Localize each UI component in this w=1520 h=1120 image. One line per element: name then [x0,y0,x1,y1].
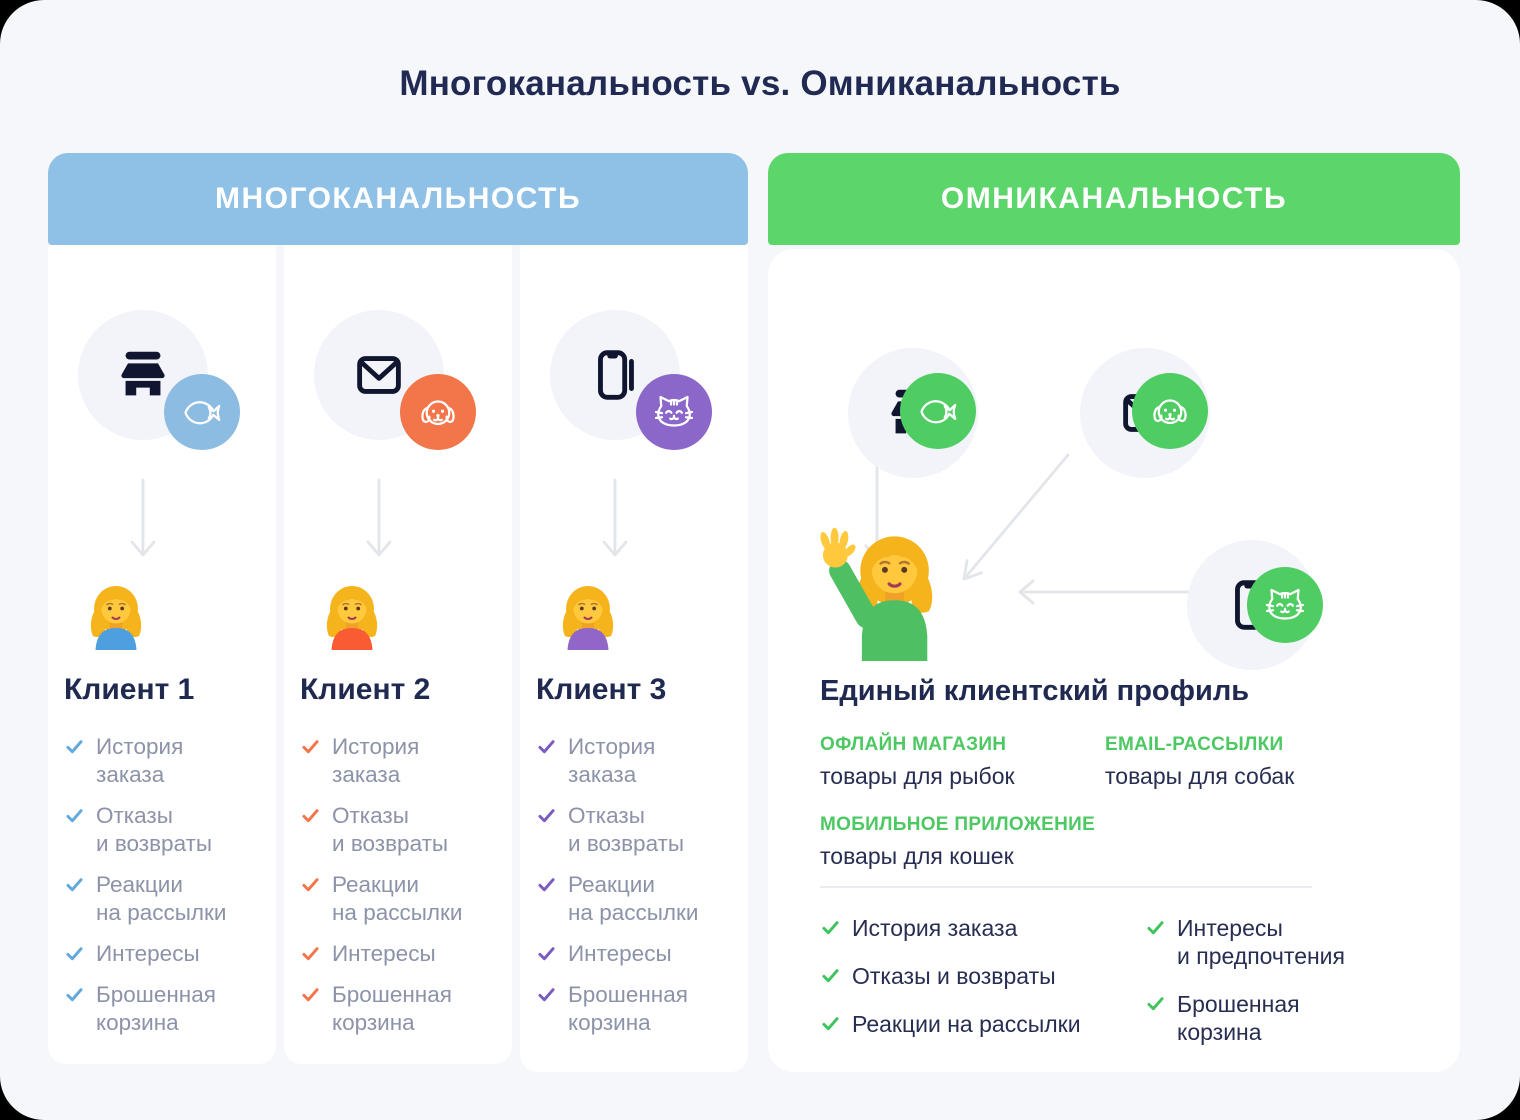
unified-checklist: История заказа Отказы и возвраты Реакции… [820,914,1420,1046]
check-icon [536,943,557,964]
list-item: Интересы и предпочтения [1145,914,1420,970]
check-icon [536,736,557,757]
list-item: Отказы и возвраты [820,962,1145,990]
channel-circle-store [78,310,240,450]
channel-label: EMAIL-РАССЫЛКИ [1105,734,1284,755]
check-icon [1145,993,1166,1014]
check-icon [820,965,841,986]
channel-label: ОФЛАЙН МАГАЗИН [820,734,1007,755]
multichannel-header-label: МНОГОКАНАЛЬНОСТЬ [214,182,582,215]
arrow-down-icon [600,478,630,562]
client-2-avatar [316,578,388,650]
fish-icon [178,388,226,436]
fish-badge [164,374,240,450]
check-icon [300,805,321,826]
list-item: История заказа [300,733,496,789]
client-1-checklist: История заказа Отказы и возвраты Реакции… [64,733,260,1037]
list-item: Брошенная корзина [300,981,496,1037]
channel-value: товары для рыбок [820,763,1015,789]
list-item: Отказы и возвраты [64,802,260,858]
client-3-name: Клиент 3 [536,673,667,706]
list-item: Реакции на рассылки [300,871,496,927]
unified-checklist-left: История заказа Отказы и возвраты Реакции… [820,914,1145,1046]
list-item: Реакции на рассылки [820,1010,1145,1038]
channel-value: товары для собак [1105,763,1295,789]
channel-label: МОБИЛЬНОЕ ПРИЛОЖЕНИЕ [820,814,1096,835]
channel-circle-mobile [550,310,712,450]
list-item: Брошенная корзина [64,981,260,1037]
page-title: Многоканальность vs. Омниканальность [399,64,1121,103]
multichannel-column-3: Клиент 3 История заказа Отказы и возврат… [520,245,748,1072]
list-item: Интересы [300,940,496,968]
check-icon [64,805,85,826]
fish-badge [900,373,976,449]
unified-client-avatar [804,527,954,661]
check-icon [64,943,85,964]
list-item: Реакции на рассылки [536,871,732,927]
multichannel-column-1: Клиент 1 История заказа Отказы и возврат… [48,245,276,1064]
dog-icon [1146,387,1194,435]
client-2-name: Клиент 2 [300,673,431,706]
check-icon [64,736,85,757]
store-icon [112,344,174,406]
list-item: Интересы [64,940,260,968]
omnichannel-header: ОМНИКАНАЛЬНОСТЬ [768,153,1460,245]
client-3-checklist: История заказа Отказы и возвраты Реакции… [536,733,732,1037]
omnichannel-header-label: ОМНИКАНАЛЬНОСТЬ [940,182,1288,215]
multichannel-header: МНОГОКАНАЛЬНОСТЬ [48,153,748,245]
channel-summary-mobile: МОБИЛЬНОЕ ПРИЛОЖЕНИЕ товары для кошек [820,814,1105,870]
check-icon [820,917,841,938]
list-item: Реакции на рассылки [64,871,260,927]
cat-icon [650,388,698,436]
client-1-avatar [80,578,152,650]
dog-badge [400,374,476,450]
arrow-down-icon [364,478,394,562]
list-item: История заказа [64,733,260,789]
check-icon [64,984,85,1005]
check-icon [300,984,321,1005]
list-item: Отказы и возвраты [536,802,732,858]
cat-icon [1261,581,1309,629]
channel-summary-offline: ОФЛАЙН МАГАЗИН товары для рыбок [820,734,1105,790]
check-icon [300,874,321,895]
channel-summary-grid: ОФЛАЙН МАГАЗИН товары для рыбок EMAIL-РА… [820,734,1420,870]
cat-badge [1247,567,1323,643]
profile-block: Единый клиентский профиль ОФЛАЙН МАГАЗИН… [820,675,1420,1046]
list-item: История заказа [536,733,732,789]
dog-badge [1132,373,1208,449]
divider [820,886,1312,888]
list-item: История заказа [820,914,1145,942]
channel-circle-email [314,310,476,450]
envelope-icon [348,344,410,406]
check-icon [300,736,321,757]
check-icon [300,943,321,964]
phone-icon [584,344,646,406]
check-icon [820,1013,841,1034]
dog-icon [414,388,462,436]
list-item: Интересы [536,940,732,968]
list-item: Отказы и возвраты [300,802,496,858]
check-icon [1145,917,1166,938]
check-icon [536,984,557,1005]
client-2-checklist: История заказа Отказы и возвраты Реакции… [300,733,496,1037]
cat-badge [636,374,712,450]
check-icon [536,874,557,895]
channel-summary-email: EMAIL-РАССЫЛКИ товары для собак [1105,734,1420,790]
check-icon [536,805,557,826]
arrow-down-icon [128,478,158,562]
fish-icon [914,387,962,435]
list-item: Брошенная корзина [1145,990,1420,1046]
unified-checklist-right: Интересы и предпочтения Брошенная корзин… [1145,914,1420,1046]
client-3-avatar [552,578,624,650]
client-1-name: Клиент 1 [64,673,195,706]
list-item: Брошенная корзина [536,981,732,1037]
channel-value: товары для кошек [820,843,1014,869]
profile-title: Единый клиентский профиль [820,675,1250,707]
check-icon [64,874,85,895]
omnichannel-body: Единый клиентский профиль ОФЛАЙН МАГАЗИН… [768,249,1460,1072]
multichannel-column-2: Клиент 2 История заказа Отказы и возврат… [284,245,512,1064]
